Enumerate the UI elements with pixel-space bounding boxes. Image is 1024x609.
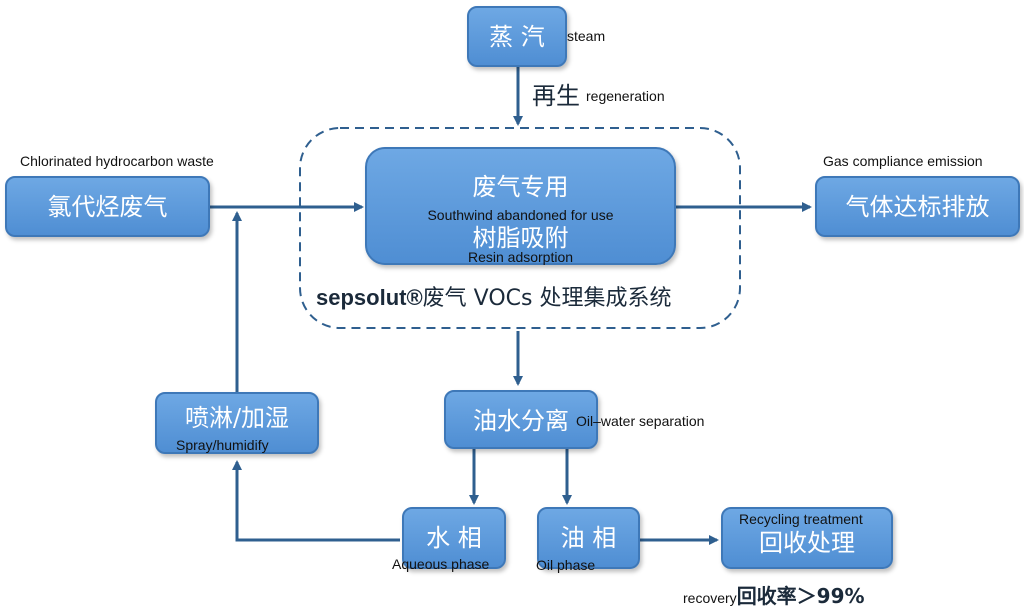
spray-box: 喷淋/加湿 bbox=[155, 392, 319, 454]
arrow-aqueous-to-spray bbox=[232, 460, 400, 542]
emission-box: 气体达标排放 bbox=[815, 176, 1020, 237]
aqueous-box: 水 相 bbox=[402, 507, 506, 569]
oil-zh-label: 油 相 bbox=[560, 524, 617, 552]
adsorption-box: 废气专用 Southwind abandoned for use 树脂吸附 Re… bbox=[365, 147, 676, 265]
aqueous-en-label: Aqueous phase bbox=[392, 556, 490, 572]
aqueous-zh-label: 水 相 bbox=[426, 524, 482, 552]
system-label-rest: 废气 VOCs 处理集成系统 bbox=[422, 286, 672, 311]
adsorption-zh-bottom: 树脂吸附 bbox=[472, 224, 569, 252]
emission-en-label: Gas compliance emission bbox=[823, 153, 983, 169]
waste-en-label: Chlorinated hydrocarbon waste bbox=[20, 153, 214, 169]
emission-zh-label: 气体达标排放 bbox=[845, 193, 990, 221]
recycle-en-label: Recycling treatment bbox=[739, 511, 863, 527]
adsorption-en-bottom: Resin adsorption bbox=[467, 249, 574, 265]
system-boundary bbox=[299, 127, 741, 329]
recycle-box: 回收处理 bbox=[721, 507, 893, 569]
waste-box: 氯代烃废气 bbox=[5, 176, 210, 237]
adsorption-en-top: Southwind abandoned for use bbox=[427, 207, 614, 223]
recovery-zh-label: 回收率＞99% bbox=[736, 584, 865, 608]
system-label: sepsolut®废气 VOCs 处理集成系统 bbox=[316, 284, 671, 313]
regeneration-en-label: regeneration bbox=[586, 88, 665, 104]
steam-en-label: steam bbox=[567, 28, 606, 44]
spray-en-label: Spray/humidify bbox=[176, 437, 269, 453]
regeneration-zh-label: 再生 bbox=[532, 82, 580, 110]
oil-water-zh-label: 油水分离 bbox=[473, 407, 569, 435]
oil-en-label: Oil phase bbox=[536, 557, 596, 573]
oil-water-en-label: Oil–water separation bbox=[576, 413, 705, 429]
steam-zh-label: 蒸 汽 bbox=[489, 23, 545, 51]
spray-zh-label: 喷淋/加湿 bbox=[184, 404, 290, 432]
waste-zh-label: 氯代烃废气 bbox=[47, 193, 168, 221]
recovery-rate: recovery回收率＞99% bbox=[683, 580, 865, 609]
recycle-zh-label: 回收处理 bbox=[759, 529, 855, 557]
steam-box: 蒸 汽 bbox=[467, 6, 567, 67]
system-brand: sepsolut® bbox=[316, 285, 423, 310]
oil-box: 油 相 bbox=[537, 507, 640, 569]
oil-water-box: 油水分离 bbox=[444, 390, 598, 449]
recovery-en-label: recovery bbox=[683, 590, 737, 606]
adsorption-zh-top: 废气专用 bbox=[472, 173, 569, 201]
